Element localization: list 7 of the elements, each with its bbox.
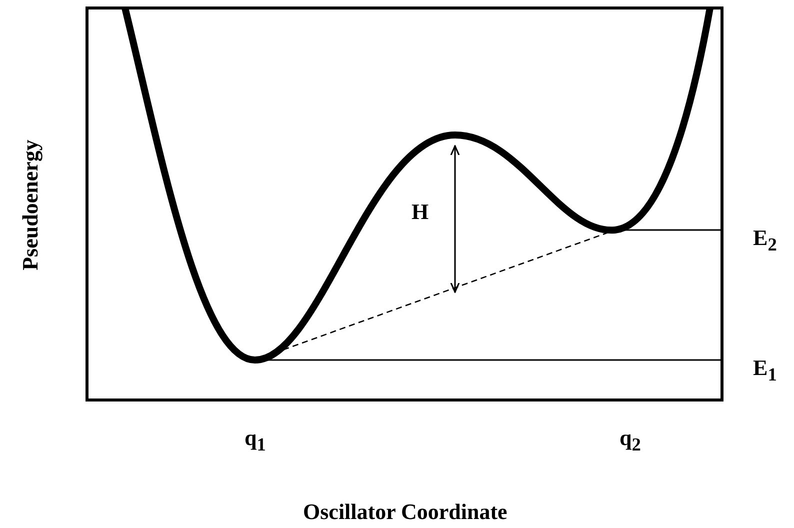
energy-label: E$_{2}$ <box>753 225 777 256</box>
energy-label: E$_{1}$ <box>753 355 777 386</box>
coordinate-label: q$_{1}$ <box>244 425 266 456</box>
axis-title: Pseudoenergy <box>16 140 43 270</box>
coordinate-label: q$_{2}$ <box>620 425 641 456</box>
barrier-label: H <box>412 199 429 225</box>
axis-title: Oscillator Coordinate <box>303 499 508 525</box>
